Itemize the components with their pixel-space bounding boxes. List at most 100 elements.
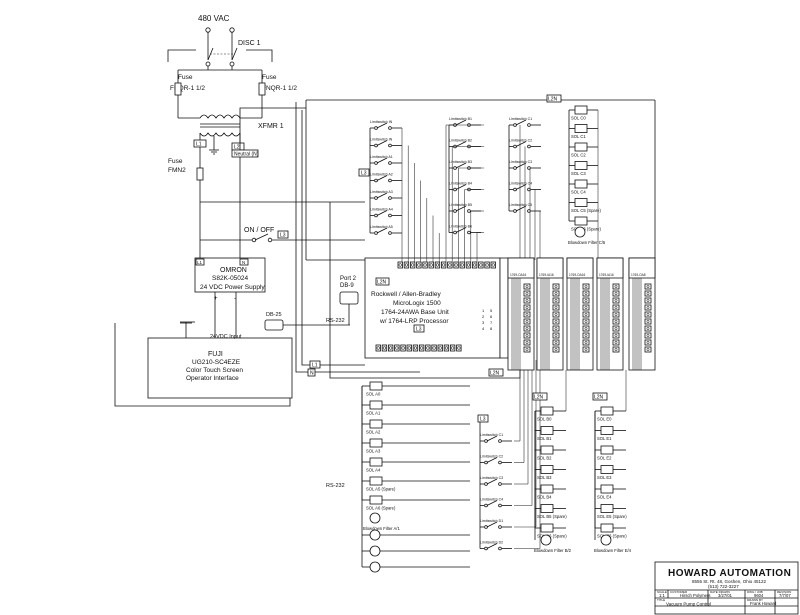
customer-value: Hirsch Polymers <box>680 593 710 598</box>
l3-mid-tag: L3 <box>361 171 367 177</box>
plc-line1: Rockwell / Allen-Bradley <box>371 291 441 298</box>
plc-base-unit: Rockwell / Allen-Bradley MicroLogix 1500… <box>295 102 521 379</box>
plc-io-tag: 7 <box>490 320 493 325</box>
plc-output-terminal <box>381 344 388 352</box>
fuse-left-label: Fuse <box>178 74 193 81</box>
transformer-primary <box>199 114 241 119</box>
solenoid-coil <box>540 484 554 494</box>
solenoid-coil <box>540 465 554 474</box>
scale-label: SCALE <box>657 590 667 594</box>
module-terminal <box>644 332 652 339</box>
limit-switch-label: Limitswitch A2 <box>370 173 393 177</box>
limit-switch-label: Limitswitch C2 <box>480 455 503 459</box>
solenoid-label: SOL E1 <box>597 436 612 441</box>
operator-interface: FUJI UG210-SC4EZE Color Touch Screen Ope… <box>147 312 350 489</box>
module-terminal <box>612 297 620 304</box>
limit-switch-label: Limitswitch B5 <box>449 203 472 207</box>
n-tag: N <box>310 371 314 377</box>
plc-output-terminal <box>431 344 437 352</box>
limit-switch-contact <box>376 157 388 164</box>
plc-io-tag: 8 <box>490 326 493 331</box>
solenoid-coil <box>574 198 588 207</box>
plc-output-terminal <box>443 344 450 352</box>
solenoid-coil <box>600 426 614 435</box>
solenoid-label: SOL B5 (Spare) <box>537 514 567 519</box>
limit-switch-label: Limitswitch A1 <box>370 155 393 159</box>
module-terminal <box>612 339 620 346</box>
module-terminal <box>582 318 590 325</box>
module-terminal <box>552 332 560 339</box>
plc-input-terminal <box>453 261 459 269</box>
io-module-label: 1769-IA16 <box>599 273 614 277</box>
title-block: HOWARD AUTOMATION 8555 St. Rt. 48, Goshe… <box>654 561 799 615</box>
solenoid-label: SOL A1 <box>366 411 381 416</box>
l3-tag: L3 <box>280 233 286 239</box>
aux-valve <box>369 561 381 573</box>
module-terminal <box>644 318 652 325</box>
title-label: TITLE <box>657 598 665 602</box>
dwg-label: DWG / JOB <box>747 590 763 594</box>
solenoid-coil <box>600 484 614 494</box>
module-terminal <box>552 346 560 353</box>
module-terminal <box>582 283 590 290</box>
hmi-line2: Operator Interface <box>186 375 239 382</box>
plc-line4: w/ 1764-LRP Processor <box>379 318 449 325</box>
plc-input-terminal <box>459 261 465 269</box>
supply-label: 480 VAC <box>198 14 230 23</box>
limit-switch-label: Limitswitch IN <box>370 138 393 142</box>
psu-box <box>194 257 266 293</box>
solenoid-coil <box>600 504 614 513</box>
limit-switch-contact <box>486 457 498 463</box>
solenoid-coil <box>369 476 383 486</box>
limit-switch-contact <box>486 435 498 442</box>
plc-output-terminal <box>449 344 456 352</box>
fuse2-type: FMN2 <box>168 167 186 174</box>
hmi-brand: FUJI <box>208 351 223 358</box>
solenoid-label: SOL C2 <box>571 153 586 158</box>
module-terminal <box>582 346 590 353</box>
limit-switch-label: Limitswitch C1 <box>509 117 532 121</box>
company-name: HOWARD AUTOMATION <box>668 568 791 579</box>
limit-switch-label: Limitswitch A4 <box>370 208 393 212</box>
limit-switch-label: Limitswitch A3 <box>370 190 393 194</box>
power-section: 480 VAC DISC 1 Fuse FNQR-1 1/2 Fuse FNQR… <box>167 14 655 260</box>
solenoid-label: SOL C6 (Spare) <box>571 227 601 232</box>
solenoid-label: SOL A0 <box>366 392 381 397</box>
solenoid-label: SOL A3 <box>366 449 381 454</box>
module-terminal <box>644 297 652 304</box>
solenoid-coil <box>574 179 588 189</box>
solenoid-label: SOL E2 <box>597 456 612 461</box>
solenoid-coil <box>574 105 588 115</box>
module-terminal <box>523 297 531 304</box>
module-terminal <box>644 339 652 346</box>
blowdown-label: Blowdown Filter B/2 <box>534 548 572 553</box>
module-terminal <box>612 304 620 311</box>
supply-terminal-1 <box>205 27 211 33</box>
module-terminal <box>552 290 560 297</box>
solenoid-label: SOL C0 <box>571 116 586 121</box>
limit-switch-label: Limitswitch D1 <box>480 519 503 523</box>
plc-output-terminal <box>406 344 412 352</box>
limit-switch-label: Limitswitch C3 <box>509 160 532 164</box>
solenoid-label: SOL E0 <box>597 417 612 422</box>
module-terminal <box>612 346 620 353</box>
hmi-line1: Color Touch Screen <box>186 367 243 374</box>
limit-switch-contact <box>515 162 527 169</box>
plc-input-terminal <box>490 261 496 269</box>
limit-switch-label: Limitswitch IN <box>370 120 393 124</box>
module-terminal <box>552 283 560 290</box>
fuse-left-symbol <box>174 82 182 96</box>
psu-pos: + <box>214 296 218 302</box>
limit-switches-left: Limitswitch IN Limitswitch IN Limitswitch … <box>369 120 440 262</box>
l3-low-tag: L3 <box>480 417 486 423</box>
solenoid-label: SOL E3 <box>597 475 612 480</box>
title-value: Vacuum Pump Control <box>666 602 711 607</box>
solenoid-coil <box>574 216 588 226</box>
module-terminal <box>552 325 560 332</box>
solenoid-coil <box>600 523 614 533</box>
fuse-right-symbol <box>258 82 266 96</box>
solenoid-coil <box>574 161 588 170</box>
